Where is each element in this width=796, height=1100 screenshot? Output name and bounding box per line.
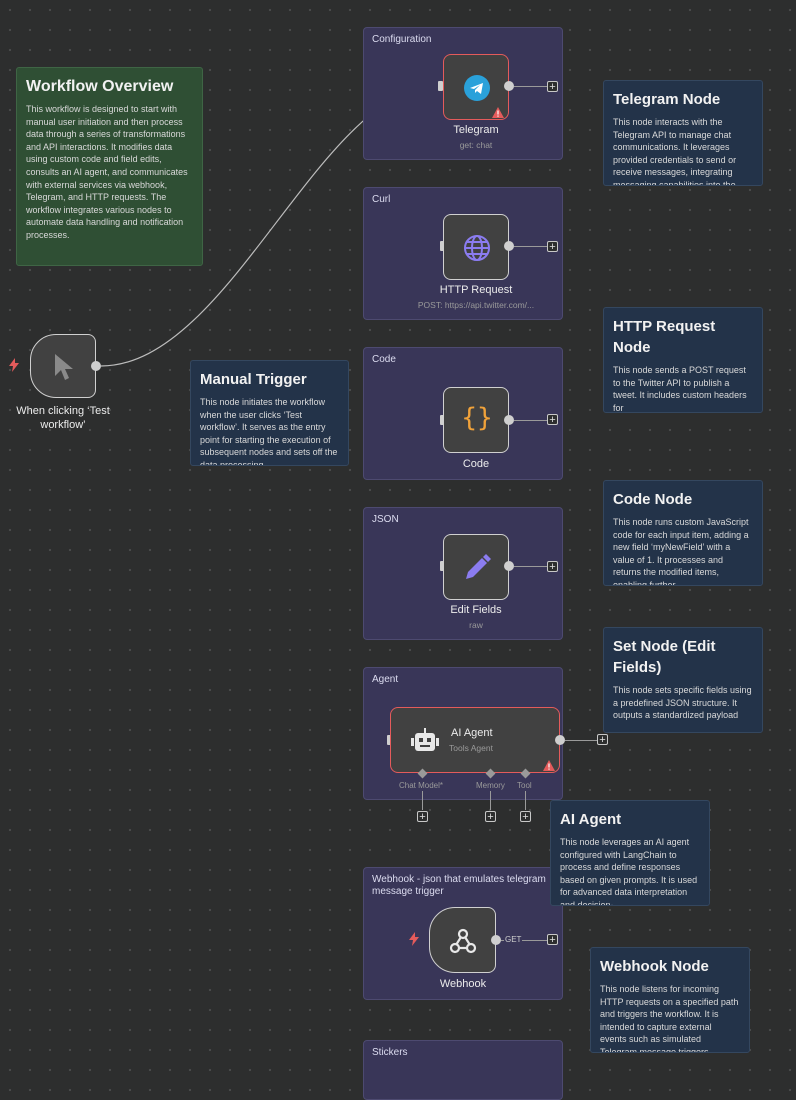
- sticky-ai-agent[interactable]: AI Agent This node leverages an AI agent…: [550, 800, 710, 906]
- node-label: Webhook: [439, 978, 487, 990]
- output-line: [514, 566, 547, 567]
- input-handle[interactable]: [438, 81, 443, 91]
- output-handle[interactable]: [91, 361, 101, 371]
- sticky-body: This node sends a POST request to the Tw…: [613, 365, 747, 413]
- group-title: Webhook - json that emulates telegram me…: [372, 874, 546, 897]
- output-handle[interactable]: [491, 935, 501, 945]
- agent-title: AI Agent: [451, 727, 493, 739]
- add-tool-button[interactable]: +: [520, 811, 531, 823]
- node-label: When clicking ‘Test workflow’: [16, 405, 110, 431]
- code-node[interactable]: {}: [443, 387, 509, 453]
- connector-line: [422, 791, 423, 810]
- output-handle[interactable]: [504, 415, 514, 425]
- agent-subtitle: Tools Agent: [449, 743, 493, 753]
- node-subtitle: get: chat: [459, 140, 493, 150]
- node-label: HTTP Request: [439, 284, 513, 296]
- connector-line: [525, 791, 526, 810]
- trigger-bolt-icon: [409, 932, 419, 949]
- node-subtitle: raw: [469, 620, 483, 630]
- sticky-set-node[interactable]: Set Node (Edit Fields) This node sets sp…: [603, 627, 763, 733]
- output-line: [514, 420, 547, 421]
- add-chat-model-button[interactable]: +: [417, 811, 428, 823]
- node-label: Edit Fields: [450, 604, 502, 616]
- add-node-button[interactable]: +: [547, 241, 558, 253]
- sticky-body: This workflow is designed to start with …: [26, 104, 188, 240]
- add-memory-button[interactable]: +: [485, 811, 496, 823]
- http-request-node[interactable]: [443, 214, 509, 280]
- output-line: [565, 740, 597, 741]
- add-node-button[interactable]: +: [547, 561, 558, 573]
- sticky-http-request[interactable]: HTTP Request Node This node sends a POST…: [603, 307, 763, 413]
- add-node-button[interactable]: +: [597, 734, 608, 746]
- tool-label: Tool: [517, 781, 532, 790]
- manual-trigger-node[interactable]: [30, 334, 96, 398]
- group-title: Configuration: [372, 34, 432, 45]
- ai-agent-node[interactable]: AI Agent Tools Agent: [390, 707, 560, 773]
- output-handle[interactable]: [555, 735, 565, 745]
- sticky-telegram[interactable]: Telegram Node This node interacts with t…: [603, 80, 763, 186]
- telegram-node[interactable]: [443, 54, 509, 120]
- output-handle[interactable]: [504, 561, 514, 571]
- trigger-bolt-icon: [9, 358, 19, 375]
- sticky-title: Workflow Overview: [26, 78, 174, 95]
- node-label: Code: [462, 458, 490, 470]
- memory-label: Memory: [476, 781, 505, 790]
- output-line: [514, 86, 547, 87]
- edit-fields-node[interactable]: [443, 534, 509, 600]
- output-handle[interactable]: [504, 81, 514, 91]
- group-title: JSON: [372, 514, 399, 525]
- warning-icon: [543, 758, 555, 776]
- output-line: [514, 246, 547, 247]
- output-line: [501, 940, 547, 941]
- sticky-title: Code Node: [613, 491, 693, 508]
- method-label: GET: [504, 935, 523, 944]
- sticky-body: This node listens for incoming HTTP requ…: [600, 984, 739, 1053]
- sticky-code[interactable]: Code Node This node runs custom JavaScri…: [603, 480, 763, 586]
- group-title: Curl: [372, 194, 391, 205]
- add-node-button[interactable]: +: [547, 934, 558, 946]
- robot-icon: [411, 728, 439, 759]
- sticky-title: Webhook Node: [600, 958, 709, 975]
- node-label: Telegram: [453, 124, 499, 136]
- sticky-manual-trigger[interactable]: Manual Trigger This node initiates the w…: [190, 360, 349, 466]
- node-subtitle: POST: https://api.twitter.com/...: [417, 300, 535, 310]
- sticky-webhook[interactable]: Webhook Node This node listens for incom…: [590, 947, 750, 1053]
- code-braces-icon: {}: [461, 403, 493, 433]
- webhook-icon: [449, 927, 477, 960]
- chat-model-label: Chat Model*: [399, 781, 444, 790]
- sticky-body: This node leverages an AI agent configur…: [560, 837, 698, 906]
- group-title: Stickers: [372, 1047, 408, 1058]
- input-handle[interactable]: [440, 241, 445, 251]
- add-node-button[interactable]: +: [547, 414, 558, 426]
- webhook-node[interactable]: [429, 907, 496, 973]
- sticky-body: This node runs custom JavaScript code fo…: [613, 517, 749, 586]
- warning-icon: [492, 105, 504, 123]
- group-stickers[interactable]: Stickers: [363, 1040, 563, 1100]
- sticky-title: AI Agent: [560, 811, 622, 828]
- group-title: Agent: [372, 674, 399, 685]
- sticky-title: HTTP Request Node: [613, 318, 716, 356]
- sticky-workflow-overview[interactable]: Workflow Overview This workflow is desig…: [16, 67, 203, 266]
- sticky-body: This node sets specific fields using a p…: [613, 685, 752, 721]
- sticky-body: This node interacts with the Telegram AP…: [613, 117, 737, 186]
- input-handle[interactable]: [440, 415, 445, 425]
- sticky-title: Manual Trigger: [200, 371, 307, 388]
- input-handle[interactable]: [440, 561, 445, 571]
- input-handle[interactable]: [387, 735, 392, 745]
- sticky-title: Telegram Node: [613, 91, 721, 108]
- cursor-icon: [53, 353, 75, 386]
- output-handle[interactable]: [504, 241, 514, 251]
- connector-line: [490, 791, 491, 810]
- sticky-body: This node initiates the workflow when th…: [200, 397, 338, 466]
- globe-icon: [463, 234, 491, 267]
- sticky-title: Set Node (Edit Fields): [613, 638, 716, 676]
- pencil-icon: [463, 554, 491, 587]
- telegram-icon: [464, 75, 490, 106]
- group-title: Code: [372, 354, 396, 365]
- add-node-button[interactable]: +: [547, 81, 558, 93]
